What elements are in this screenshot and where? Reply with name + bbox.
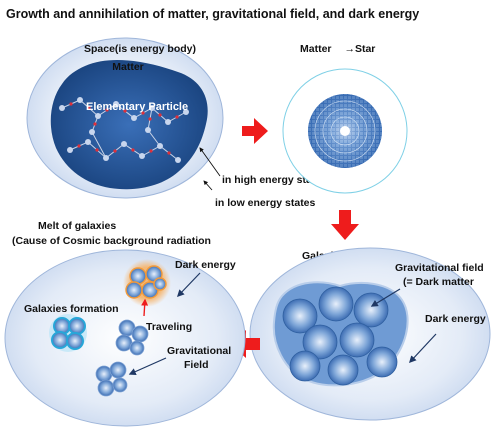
gravitational-field-cluster: [95, 361, 128, 397]
diagram-title: Growth and annihilation of matter, gravi…: [6, 7, 419, 21]
gravitational-field-label: Gravitational field: [395, 262, 484, 274]
melt-label: Melt of galaxies: [38, 220, 116, 232]
galaxy-cluster: [282, 286, 398, 386]
panel2-matter-label: Matter →Star: [300, 43, 375, 55]
panel3-dark-energy-pointer: [409, 333, 437, 364]
gravitational-label: Gravitational: [167, 345, 231, 357]
dark-matter-label: (= Dark matter: [403, 276, 474, 288]
dissolving-galaxy-cluster: [123, 259, 171, 307]
low-energy-label: in low energy states: [215, 197, 316, 209]
matter-blob: [50, 59, 208, 190]
forming-galaxy-cluster: [49, 314, 87, 352]
traveling-label: Traveling: [146, 321, 192, 333]
field-label: Field: [184, 359, 209, 371]
elementary-particle-label: Elementary Particle: [86, 101, 188, 113]
gravitational-field-cluster-pointer: [128, 357, 167, 375]
high-energy-pointer: [199, 147, 221, 177]
flow-arrow-matter-to-star: [242, 118, 268, 144]
cmb-label: (Cause of Cosmic background radiation: [12, 235, 211, 247]
panel4-dark-energy-pointer: [177, 272, 201, 298]
low-energy-pointer: [203, 180, 213, 191]
gravitational-field-pointer: [370, 288, 401, 307]
traveling-galaxy-cluster: [115, 319, 149, 356]
matter-label: Matter: [112, 61, 144, 73]
star: [308, 94, 382, 168]
panel4-dark-energy-label: Dark energy: [175, 259, 236, 271]
upward-red-arrow: [141, 298, 149, 317]
high-energy-label: in high energy states: [222, 174, 327, 186]
panel3-dark-energy-label: Dark energy: [425, 313, 486, 325]
flow-arrow-star-to-galaxies: [331, 210, 359, 240]
space-label: Space(is energy body): [84, 43, 196, 55]
elementary-particle-chain: [59, 97, 189, 163]
galaxies-formation-label: Galaxies formation: [24, 303, 119, 315]
